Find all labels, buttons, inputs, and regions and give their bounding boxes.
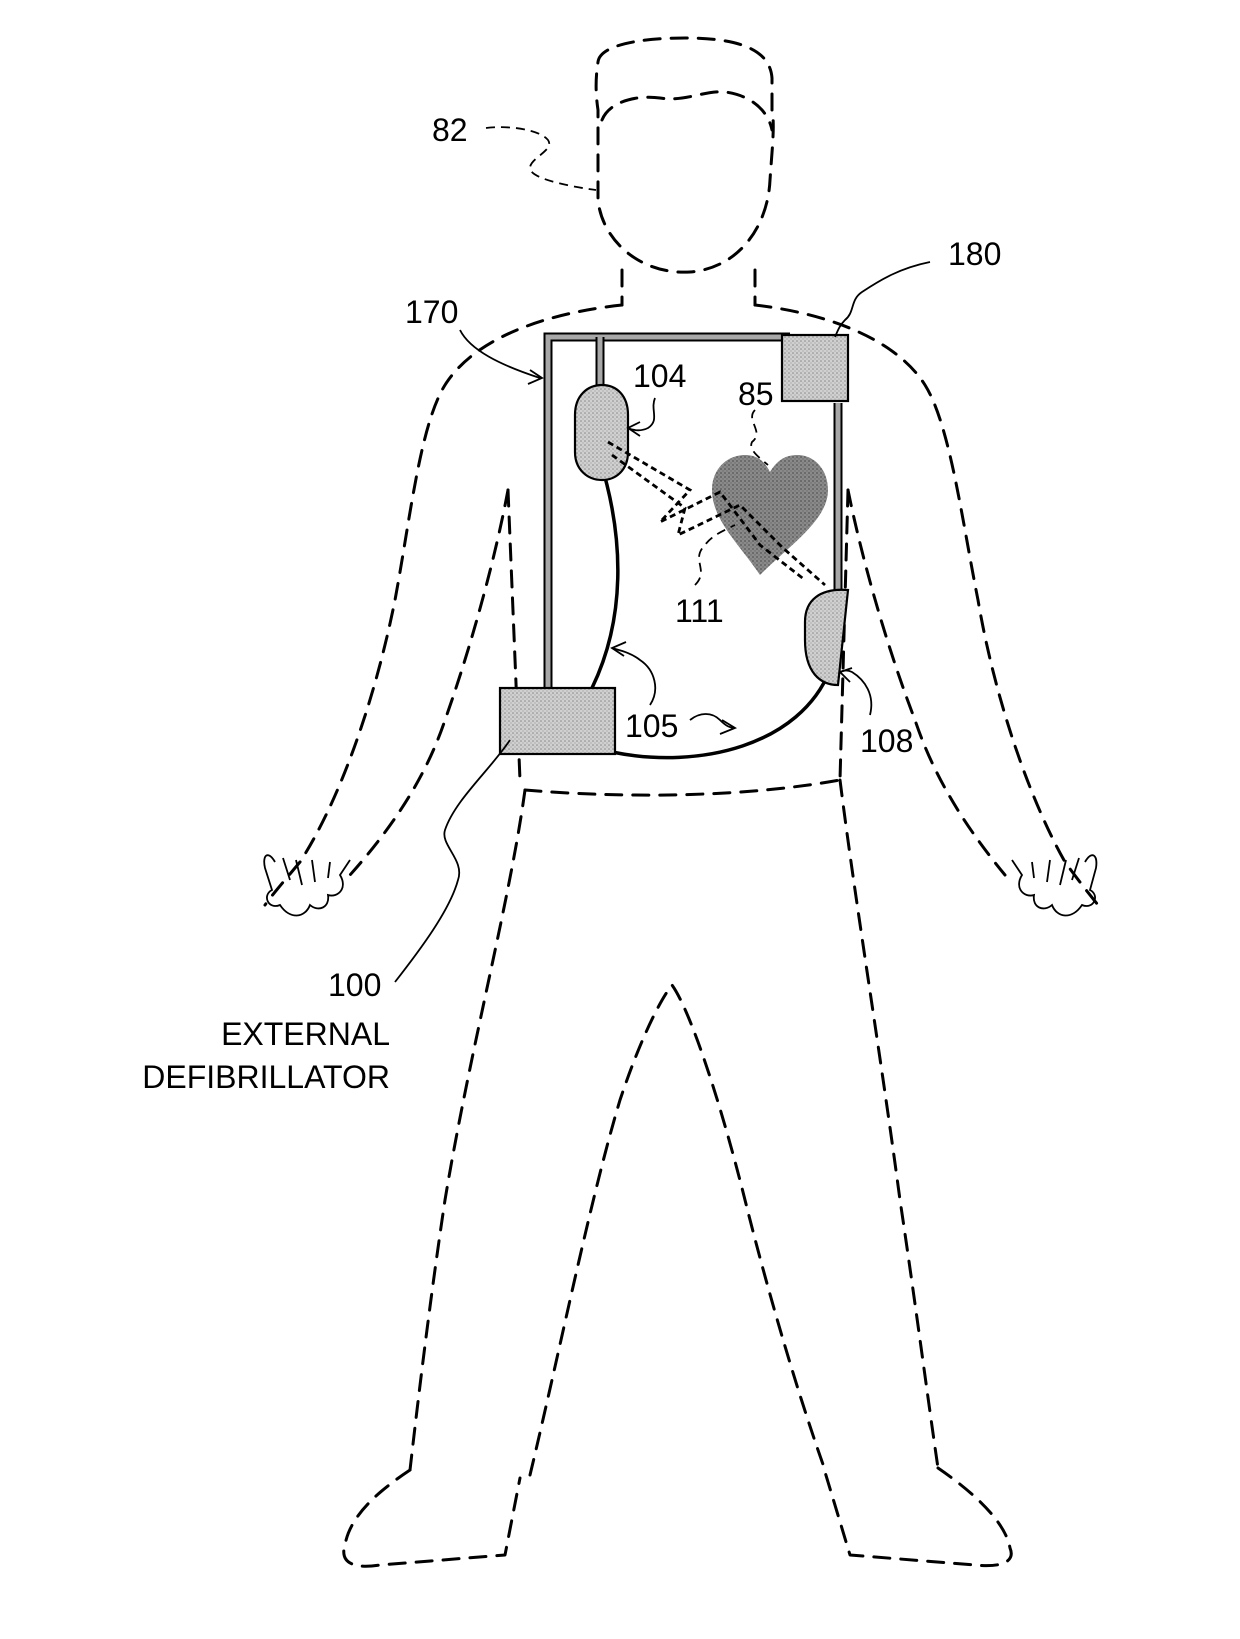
right-foot — [825, 1468, 1011, 1566]
arrow-104 — [628, 422, 640, 436]
label-104: 104 — [633, 358, 686, 394]
heart — [712, 455, 828, 575]
label-180: 180 — [948, 236, 1001, 272]
leader-82 — [486, 127, 596, 190]
leader-105-lower — [690, 714, 735, 728]
right-leg-outer — [840, 780, 938, 1468]
leader-100 — [395, 740, 510, 982]
caption-line-2: DEFIBRILLATOR — [142, 1059, 390, 1095]
defibrillator-unit — [500, 688, 615, 754]
right-hand — [1012, 855, 1096, 915]
monitor-unit — [782, 335, 848, 401]
left-foot — [344, 1470, 520, 1566]
label-108: 108 — [860, 723, 913, 759]
crotch-inner — [530, 985, 825, 1475]
label-111: 111 — [675, 593, 724, 629]
left-hand — [264, 855, 350, 915]
left-inner-arm — [350, 490, 508, 875]
label-170: 170 — [405, 294, 458, 330]
leader-111 — [695, 525, 735, 585]
right-inner-arm — [848, 490, 1005, 875]
label-105: 105 — [625, 708, 678, 744]
hairline — [602, 92, 772, 130]
leader-170 — [460, 330, 540, 378]
electrode-upper — [575, 385, 628, 480]
lead-wire-upper — [592, 460, 618, 688]
left-leg-outer — [410, 790, 525, 1470]
waistline — [525, 780, 840, 795]
label-82: 82 — [432, 112, 468, 148]
leader-105-upper — [612, 648, 655, 705]
leader-180 — [835, 262, 930, 337]
label-85: 85 — [738, 376, 774, 412]
arrow-105-upper — [612, 642, 626, 656]
head-outline — [596, 38, 773, 272]
label-100: 100 — [328, 967, 381, 1003]
left-arm-outline — [265, 305, 622, 905]
caption-line-1: EXTERNAL — [221, 1016, 390, 1052]
